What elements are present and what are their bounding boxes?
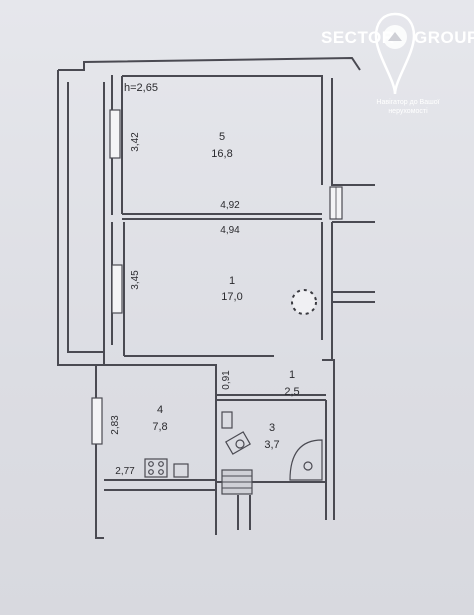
bathroom-fixtures [221, 411, 323, 481]
room-1-area: 17,0 [221, 291, 242, 303]
dim-room1-width: 4,94 [220, 225, 240, 236]
room-5-area: 16,8 [211, 148, 232, 160]
brand-watermark: SECTOR GROUP Навігатор до Вашої нерухомо… [318, 10, 474, 120]
brand-name-right: GROUP [414, 28, 474, 47]
room-5-number: 5 [219, 131, 225, 143]
dim-kitchen-width: 2,77 [115, 466, 135, 477]
location-pin-logo [374, 12, 416, 95]
room-4-number: 4 [157, 404, 163, 416]
dim-room1-height: 3,45 [130, 270, 141, 290]
windows [91, 109, 343, 445]
corridor-area: 2,5 [284, 386, 299, 398]
bathroom-number: 3 [269, 422, 275, 434]
room-4-area: 7,8 [152, 421, 167, 433]
walls [57, 56, 375, 539]
dim-room5-height: 3,42 [130, 132, 141, 152]
bathroom-area: 3,7 [264, 439, 279, 451]
ceiling-height: h=2,65 [124, 82, 158, 94]
marker-blot [291, 289, 317, 315]
dim-room5-width: 4,92 [220, 200, 240, 211]
room-1-number: 1 [229, 275, 235, 287]
brand-tagline: Навігатор до Вашої нерухомості [376, 99, 440, 115]
dim-kitchen-height: 2,83 [110, 415, 121, 435]
corridor-number: 1 [289, 369, 295, 381]
dim-corridor: 0,91 [221, 370, 232, 390]
kitchen-stove [144, 458, 189, 478]
ventilation-shaft [221, 469, 253, 495]
